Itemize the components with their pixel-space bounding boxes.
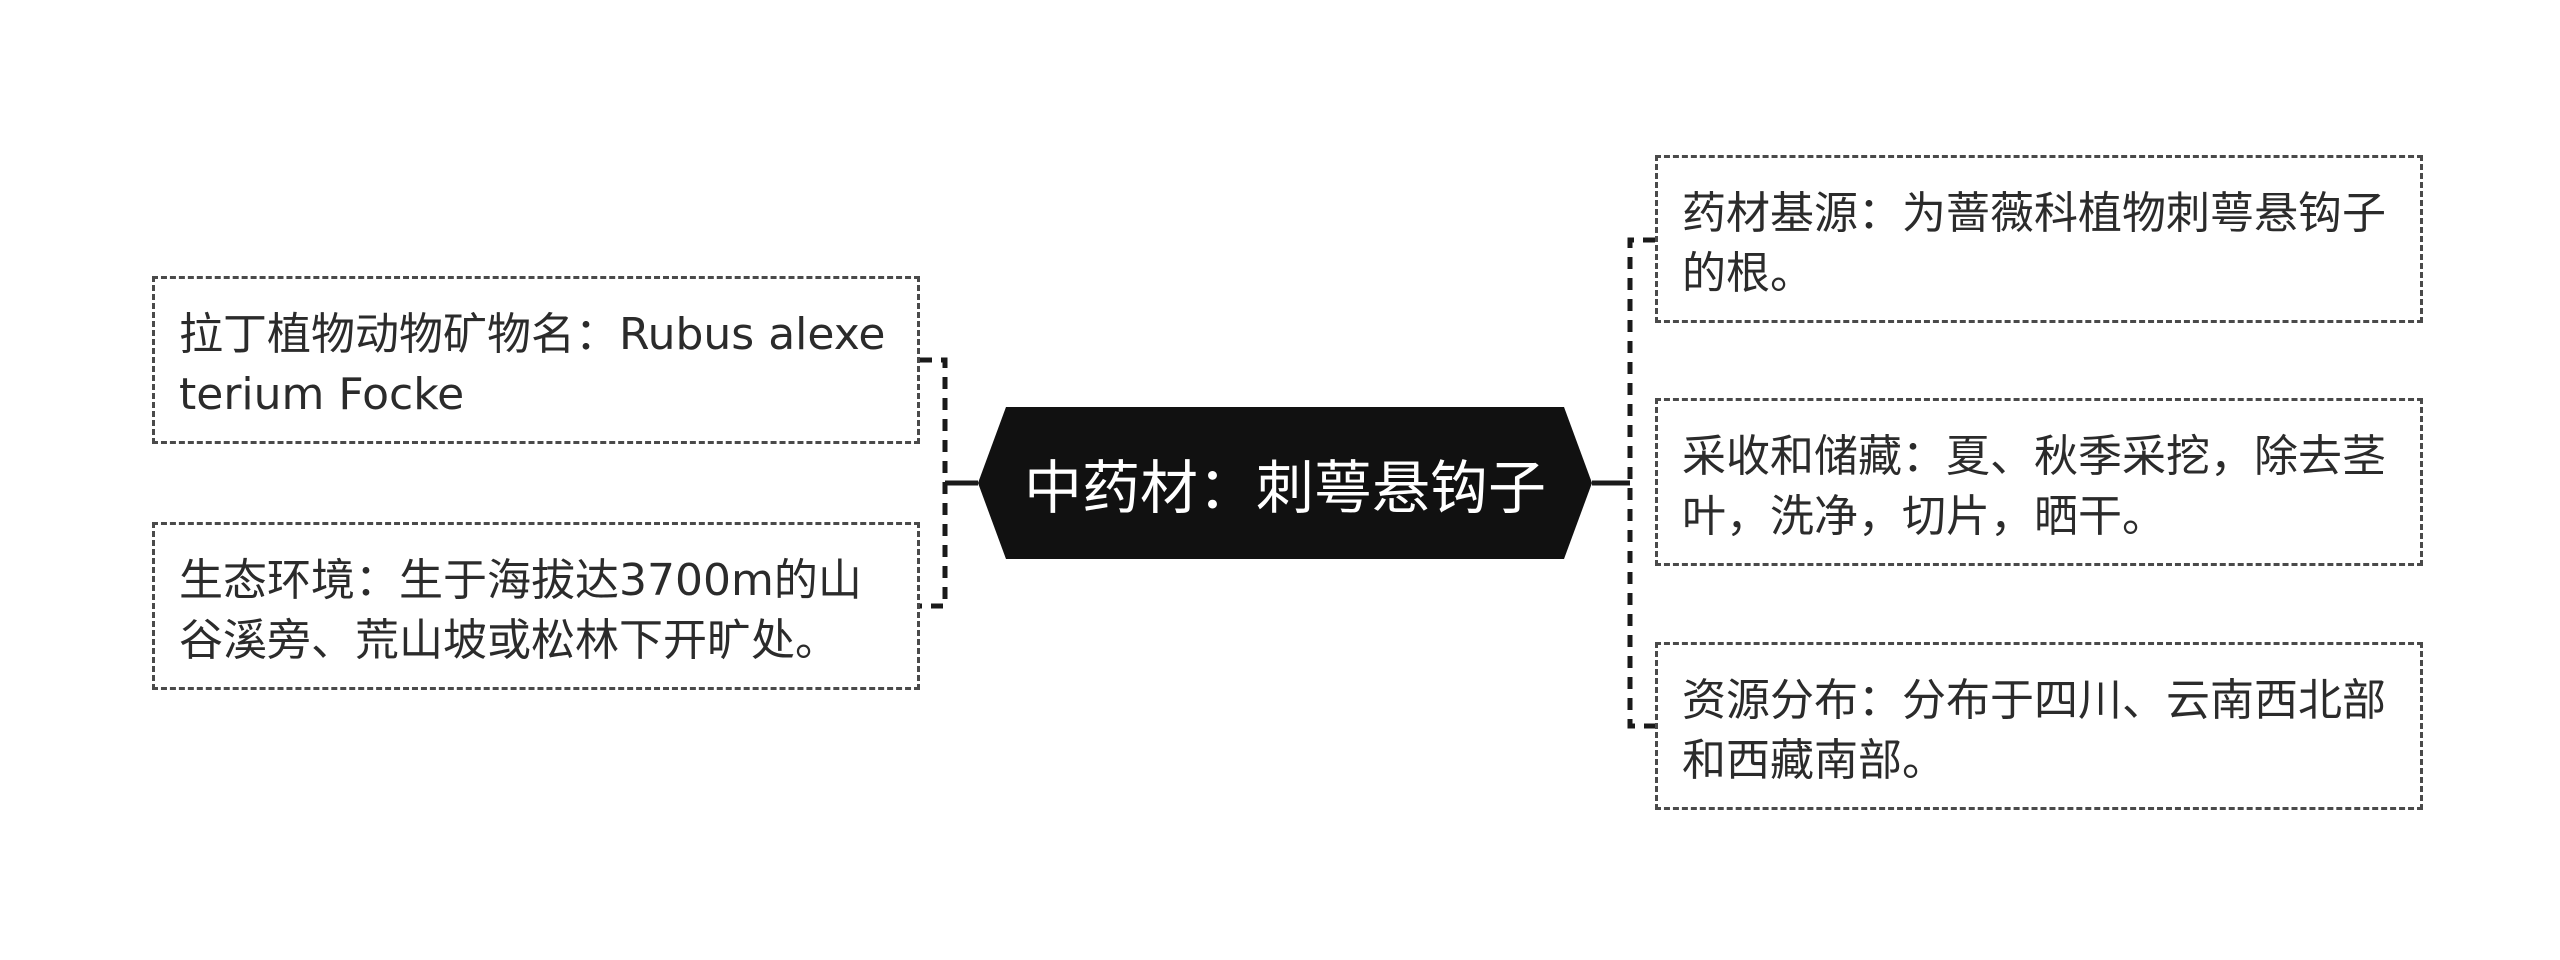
central-topic-label: 中药材：刺萼悬钩子 [1023, 454, 1546, 522]
branch-distribution[interactable]: 资源分布：分布于四川、云南西北部和西藏南部。 [1655, 642, 2423, 810]
branch-source[interactable]: 药材基源：为蔷薇科植物刺萼悬钩子的根。 [1655, 155, 2423, 323]
connector-left-bracket [920, 357, 948, 609]
branch-habitat-text: 生态环境：生于海拔达3700m的山谷溪旁、荒山坡或松林下开旷处。 [179, 555, 862, 666]
branch-harvest-storage[interactable]: 采收和储藏：夏、秋季采挖，除去茎叶，洗净，切片，晒干。 [1655, 398, 2423, 566]
branch-harvest-storage-text: 采收和储藏：夏、秋季采挖，除去茎叶，洗净，切片，晒干。 [1682, 431, 2386, 542]
branch-source-text: 药材基源：为蔷薇科植物刺萼悬钩子的根。 [1682, 188, 2386, 299]
central-topic[interactable]: 中药材：刺萼悬钩子 [978, 407, 1592, 559]
connector-right-bracket [1627, 237, 1655, 729]
branch-distribution-text: 资源分布：分布于四川、云南西北部和西藏南部。 [1682, 675, 2386, 786]
branch-latin-name[interactable]: 拉丁植物动物矿物名：Rubus alexeterium Focke [152, 276, 920, 444]
central-topic-shape [978, 407, 1592, 559]
branch-habitat[interactable]: 生态环境：生于海拔达3700m的山谷溪旁、荒山坡或松林下开旷处。 [152, 522, 920, 690]
branch-latin-name-text: 拉丁植物动物矿物名：Rubus alexeterium Focke [179, 309, 886, 420]
